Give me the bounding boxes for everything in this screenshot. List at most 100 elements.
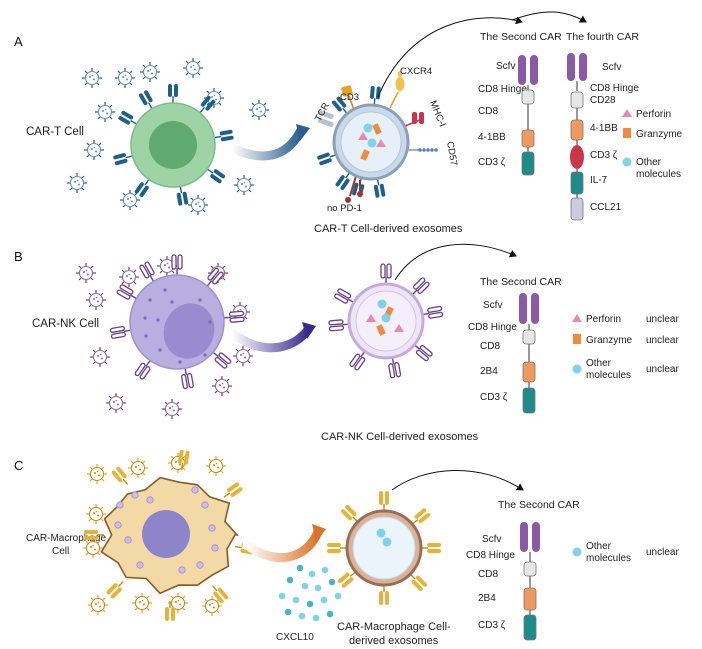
- car-macrophage-exosome-label-2: derived exosomes: [349, 635, 439, 647]
- car-nk-exosome-label: CAR-NK Cell-derived exosomes: [321, 431, 479, 443]
- car-macrophage-arrow: [242, 527, 323, 563]
- cd3z-domain-icon: [570, 145, 584, 169]
- a-perforin-label: Perforin: [636, 109, 671, 120]
- c-second-cd8-label: CD8: [478, 569, 498, 580]
- a-fourth-il7-label: IL-7: [590, 175, 608, 186]
- scfv-domain-icon: [567, 53, 587, 81]
- car-t-cell: [112, 83, 235, 207]
- cd3-icon: [341, 85, 353, 97]
- other-molecule-icon: [367, 138, 377, 148]
- car-receptor-icon: [212, 128, 235, 144]
- exosome-particle-icon: [75, 262, 97, 284]
- panel-a: CAR-T Cell CD3 CXCR4 TCR MHC-I: [26, 11, 683, 235]
- car-receptor-icon: [179, 366, 195, 390]
- car-t-arrowhead: [296, 124, 310, 141]
- car-receptor-icon: [420, 305, 444, 321]
- exosome-particle-icon: [114, 67, 136, 89]
- perforin-icon: [358, 132, 386, 147]
- car-receptor-icon: [110, 465, 133, 489]
- car-receptor-icon: [222, 310, 245, 324]
- exosome-particle-icon: [131, 592, 153, 614]
- b-second-cd3z-label: CD3 ζ: [480, 392, 508, 403]
- exosome-particle-icon: [205, 455, 227, 477]
- exosome-particle-icon: [232, 345, 254, 367]
- b-second-car-title: The Second CAR: [480, 276, 562, 288]
- car-receptor-icon: [378, 584, 390, 606]
- a-fourth-car-construct: [567, 53, 587, 221]
- mhc1-label: MHC-I: [427, 99, 447, 129]
- a-fourth-hinge-label: CD8 Hinge: [590, 83, 639, 94]
- c-curved-arrow: [391, 470, 524, 491]
- a-granzyme-label: Granzyme: [636, 129, 683, 140]
- car-macrophage-exosome: [326, 490, 442, 606]
- hinge-domain-icon: [522, 329, 536, 345]
- other-molecule-icon: [377, 299, 387, 309]
- hinge-domain-icon: [521, 89, 535, 105]
- exosome-particle-icon: [87, 594, 109, 616]
- b-second-car-construct: [519, 293, 539, 414]
- car-receptor-icon: [112, 150, 135, 167]
- car-receptor-icon: [371, 176, 387, 199]
- exosome-particle-icon: [211, 375, 233, 397]
- car-receptor-icon: [326, 542, 348, 554]
- exosome-particle-icon: [89, 346, 111, 368]
- b-perforin-status: unclear: [646, 314, 679, 325]
- panel-a-letter: A: [14, 34, 23, 49]
- c-other-status: unclear: [646, 547, 679, 558]
- perforin-legend-icon: [622, 109, 632, 117]
- cxcr4-icon: [395, 77, 405, 91]
- b-other-label-2: molecules: [586, 370, 631, 381]
- a-fourth-cd28-label: CD28: [590, 95, 616, 106]
- a-second-cd3z-label: CD3 ζ: [478, 157, 506, 168]
- other-molecule-icon: [382, 537, 392, 547]
- a-other-label-2: molecules: [636, 169, 681, 180]
- car-t-cell-label: CAR-T Cell: [26, 126, 84, 138]
- scfv-domain-icon: [519, 293, 539, 324]
- car-macrophage-arrowhead: [312, 524, 326, 542]
- exosome-particle-icon: [85, 503, 107, 525]
- a-fourth-4-1bb-label: 4-1BB: [590, 123, 618, 134]
- car-nk-cell: [109, 254, 245, 390]
- car-receptor-icon: [220, 480, 245, 502]
- a-second-cd8-label: CD8: [478, 106, 498, 117]
- car-macrophage-exosome-label-1: CAR-Macrophage Cell-: [337, 621, 451, 633]
- car-receptor-icon: [174, 184, 190, 207]
- car-receptor-icon: [386, 355, 402, 379]
- a-second-car-title: The Second CAR: [480, 31, 562, 43]
- other-molecule-icon: [376, 528, 386, 538]
- tcr-label: TCR: [313, 101, 332, 124]
- car-receptor-icon: [380, 263, 392, 285]
- no-pd1-label: no PD-1: [327, 203, 362, 214]
- scfv-domain-icon: [520, 522, 540, 552]
- car-nk-arrowhead: [302, 322, 316, 339]
- exosome-particle-icon: [105, 392, 127, 414]
- exosome-particle-icon: [187, 194, 209, 216]
- other-molecules-legend-icon: [622, 157, 632, 167]
- cxcl10-label: CXCL10: [276, 632, 314, 643]
- a-fourth-scfv-label: Scfv: [602, 62, 621, 73]
- c-second-cd3z-label: CD3 ζ: [478, 620, 506, 631]
- a-second-hinge-label: CD8 Hinge: [478, 84, 527, 95]
- c-other-label-2: molecules: [586, 553, 631, 564]
- b-second-scfv-label: Scfv: [483, 300, 502, 311]
- car-receptor-icon: [167, 83, 179, 104]
- car-nk-cell-label: CAR-NK Cell: [32, 318, 99, 330]
- c-second-2b4-label: 2B4: [478, 593, 496, 604]
- b-granzyme-label: Granzyme: [586, 335, 633, 346]
- car-receptor-icon: [378, 490, 390, 512]
- pd1-icon: [349, 175, 357, 197]
- b-second-cd8-label: CD8: [480, 341, 500, 352]
- exosome-particle-icon: [139, 61, 161, 83]
- panel-c: CAR-Macrophage Cell CXCL10 CAR-Macrophag…: [26, 448, 679, 647]
- exosome-particle-icon: [83, 139, 105, 161]
- c-second-scfv-label: Scfv: [482, 534, 501, 545]
- c-second-car-title: The Second CAR: [498, 499, 580, 511]
- other-molecules-legend-icon: [572, 364, 582, 374]
- costim-domain-icon: [522, 361, 536, 383]
- c-second-car-construct: [520, 522, 540, 641]
- perforin-legend-icon: [572, 314, 582, 322]
- exosome-particle-icon: [94, 101, 116, 123]
- tcr-icon: [318, 109, 334, 119]
- costim-domain-icon: [570, 119, 584, 141]
